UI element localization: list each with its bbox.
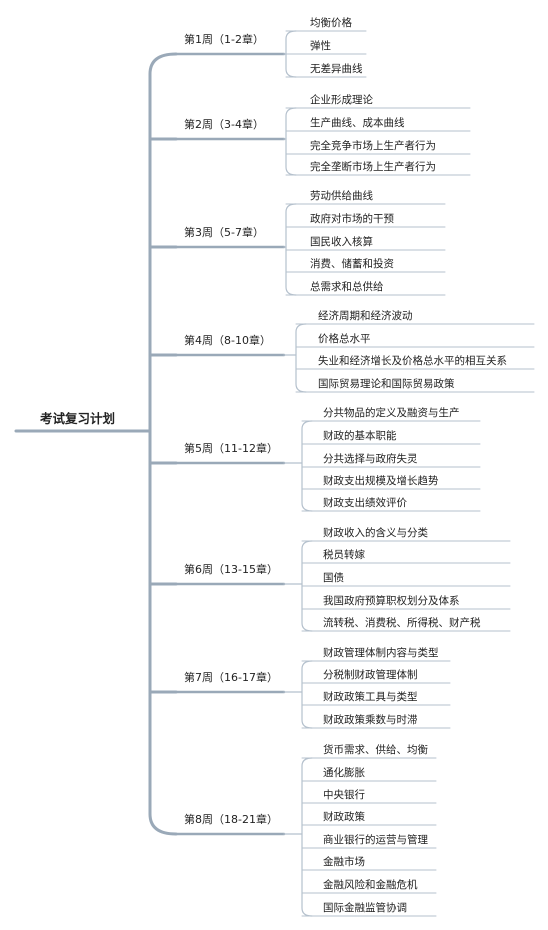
week-topic: 第2周（3-4章） (184, 118, 264, 131)
subtopic-item: 失业和经济增长及价格总水平的相互关系 (318, 355, 507, 367)
subtopic-item: 完全竞争市场上生产者行为 (310, 140, 436, 152)
subtopic-item: 中央银行 (323, 789, 365, 801)
subtopic-item: 无差异曲线 (310, 63, 363, 75)
subtopic-item: 财政政策乘数与时滞 (323, 714, 418, 726)
subtopic-item: 通化膨胀 (323, 767, 365, 779)
week-topic: 第1周（1-2章） (184, 33, 264, 46)
subtopic-item: 生产曲线、成本曲线 (310, 117, 405, 129)
subtopic-item: 弹性 (310, 40, 331, 52)
subtopic-item: 分共物品的定义及融资与生产 (323, 407, 460, 419)
week-topic: 第8周（18-21章） (184, 813, 278, 826)
subtopic-item: 商业银行的运营与管理 (323, 834, 428, 846)
subtopic-item: 税员转嫁 (323, 549, 365, 561)
subtopic-item: 完全垄断市场上生产者行为 (310, 161, 436, 173)
subtopic-item: 财政收入的含义与分类 (323, 527, 428, 539)
leaf-bracket (285, 107, 297, 176)
root-topic: 考试复习计划 (40, 411, 116, 426)
subtopic-item: 国债 (323, 572, 344, 584)
subtopic-item: 财政支出绩效评价 (323, 497, 407, 509)
week-topic: 第3周（5-7章） (184, 226, 264, 239)
subtopic-item: 分共选择与政府失灵 (323, 453, 418, 465)
leaf-bracket (301, 660, 313, 729)
subtopic-item: 财政政策工具与类型 (323, 691, 418, 703)
subtopic-item: 分税制财政管理体制 (323, 669, 418, 681)
week-spine (148, 52, 178, 836)
subtopic-item: 财政支出规模及增长趋势 (323, 475, 439, 487)
leaf-bracket (295, 323, 307, 393)
week-topic: 第7周（16-17章） (184, 671, 278, 684)
subtopic-item: 政府对市场的干预 (310, 213, 394, 225)
subtopic-item: 财政的基本职能 (323, 430, 397, 442)
week-topic: 第4周（8-10章） (184, 334, 271, 347)
week-topic: 第5周（11-12章） (184, 442, 278, 455)
subtopic-item: 国际贸易理论和国际贸易政策 (318, 378, 455, 390)
subtopic-item: 国民收入核算 (310, 236, 373, 248)
subtopic-item: 货币需求、供给、均衡 (323, 744, 428, 756)
leaf-bracket (301, 757, 313, 917)
subtopic-item: 我国政府预算职权划分及体系 (323, 595, 460, 607)
subtopic-item: 经济周期和经济波动 (318, 310, 413, 322)
subtopic-item: 劳动供给曲线 (310, 190, 373, 202)
subtopic-item: 金融风险和金融危机 (323, 879, 418, 891)
subtopic-item: 财政政策 (323, 811, 365, 823)
leaf-bracket (301, 420, 313, 512)
week-topic: 第6周（13-15章） (184, 563, 278, 576)
subtopic-item: 国际金融监管协调 (323, 902, 407, 914)
subtopic-item: 金融市场 (323, 856, 365, 868)
subtopic-item: 均衡价格 (310, 17, 352, 29)
subtopic-item: 总需求和总供给 (310, 281, 384, 293)
subtopic-item: 消费、储蓄和投资 (310, 258, 394, 270)
subtopic-item: 流转税、消费税、所得税、财产税 (323, 617, 481, 629)
subtopic-item: 价格总水平 (318, 333, 371, 345)
subtopic-item: 企业形成理论 (310, 94, 373, 106)
subtopic-item: 财政管理体制内容与类型 (323, 647, 439, 659)
